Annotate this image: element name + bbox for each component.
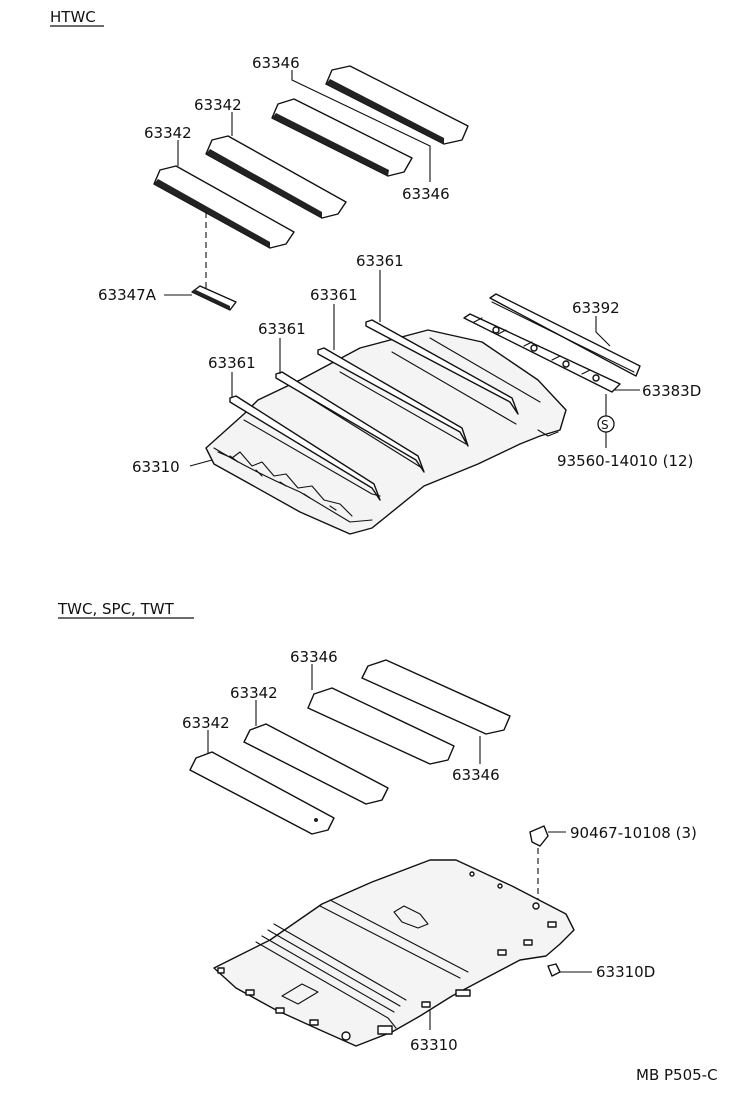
pad2-63346-rear [361, 659, 511, 735]
headliner-63310-twc [213, 859, 575, 1047]
label-63310-htwc: 63310 [132, 458, 180, 476]
label-63342-b: 63342 [144, 124, 192, 142]
pad-63346-front [271, 98, 413, 177]
leader-63392 [595, 316, 611, 347]
label-63392: 63392 [572, 299, 620, 317]
section-twc: TWC, SPC, TWT [57, 600, 697, 1054]
label-63347a: 63347A [98, 286, 157, 304]
pad-63342-front [153, 165, 295, 249]
headliner-63310-htwc [205, 319, 567, 535]
clip-63310d [547, 963, 592, 977]
pad2-63342-front [189, 751, 335, 835]
label-63361-b: 63361 [310, 286, 358, 304]
clip-90467 [529, 825, 566, 904]
rail-63392 [489, 293, 641, 377]
leader-63346 [291, 70, 431, 182]
section-htwc: HTWC [50, 8, 701, 535]
label-63361-a: 63361 [356, 252, 404, 270]
label2-63346-b: 63346 [452, 766, 500, 784]
label-63346-b: 63346 [402, 185, 450, 203]
pad-63342-rear [205, 135, 347, 219]
label-63346-a: 63346 [252, 54, 300, 72]
label-63361-c: 63361 [258, 320, 306, 338]
label2-63342-b: 63342 [182, 714, 230, 732]
screw-symbol-label: S [601, 418, 609, 432]
clip-63347a [191, 285, 237, 311]
section-title-twc: TWC, SPC, TWT [57, 600, 175, 618]
label2-63310: 63310 [410, 1036, 458, 1054]
label-63342-a: 63342 [194, 96, 242, 114]
label-63361-d: 63361 [208, 354, 256, 372]
diagram-code: MB P505-C [636, 1066, 718, 1084]
label-93560: 93560-14010 (12) [557, 452, 693, 470]
label2-63342-a: 63342 [230, 684, 278, 702]
label2-63310d: 63310D [596, 963, 655, 981]
label2-90467: 90467-10108 (3) [570, 824, 697, 842]
bracket-63383d [463, 313, 621, 393]
leader-63310-htwc [189, 459, 213, 467]
pad-63346-rear [325, 65, 469, 145]
label-63383d: 63383D [642, 382, 701, 400]
label2-63346-a: 63346 [290, 648, 338, 666]
pad2-63346-front [307, 687, 455, 765]
section-title-htwc: HTWC [50, 8, 96, 26]
pad2-63342-rear [243, 723, 389, 805]
